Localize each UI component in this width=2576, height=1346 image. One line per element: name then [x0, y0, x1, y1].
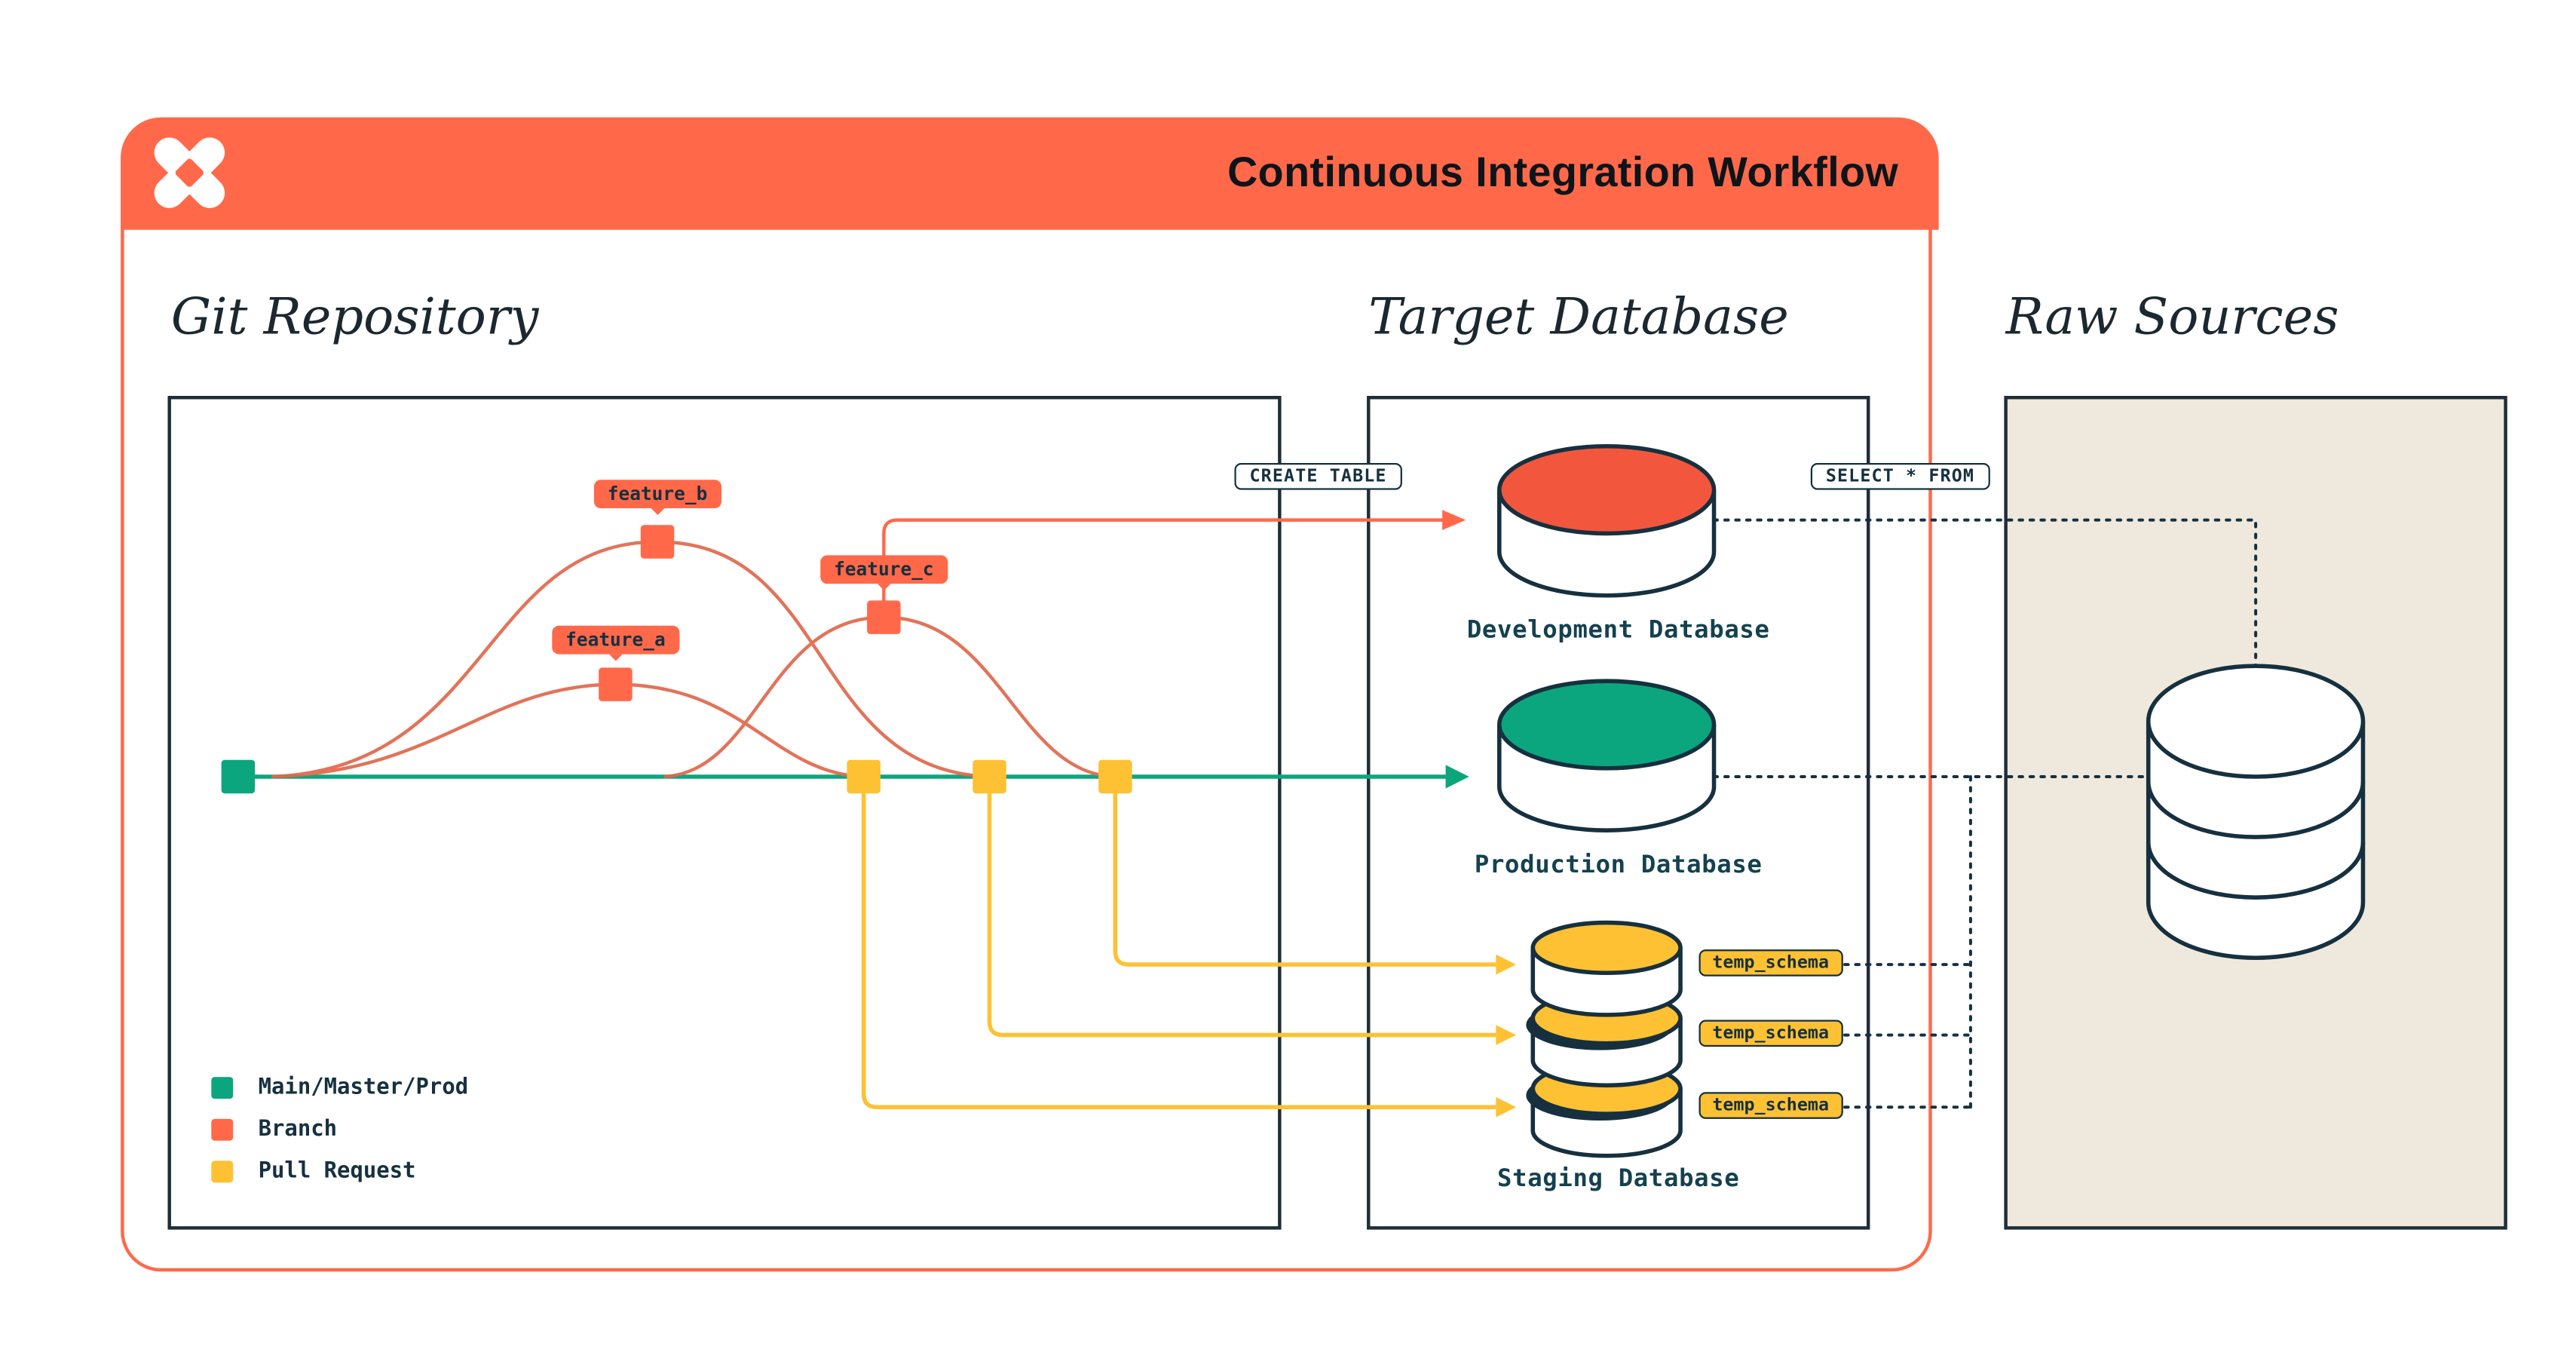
legend-swatch-branch [211, 1118, 234, 1141]
select-from-badge: SELECT * FROM [1810, 462, 1990, 490]
legend-label-branch: Branch [258, 1117, 338, 1142]
feature-b-badge: feature_b [593, 480, 721, 515]
dbt-logo-icon [154, 137, 225, 208]
temp-schema-badge-1: temp_schema [1698, 949, 1842, 977]
feature-c-badge: feature_c [820, 555, 948, 591]
legend-swatch-main [211, 1077, 234, 1099]
raw-sources-panel [2004, 396, 2507, 1230]
legend-swatch-pull-request [211, 1161, 234, 1183]
legend-label-pull-request: Pull Request [258, 1159, 416, 1185]
production-database-label: Production Database [1474, 852, 1763, 879]
legend-label-main: Main/Master/Prod [258, 1075, 469, 1101]
legend: Main/Master/Prod Branch Pull Request [211, 1067, 468, 1193]
create-table-badge: CREATE TABLE [1234, 462, 1402, 490]
feature-a-badge: feature_a [552, 625, 679, 661]
development-database-label: Development Database [1466, 617, 1770, 645]
temp-schema-badge-2: temp_schema [1698, 1019, 1842, 1047]
header-bar: Continuous Integration Workflow [121, 117, 1939, 230]
staging-database-label: Staging Database [1497, 1166, 1740, 1193]
legend-row-main: Main/Master/Prod [211, 1067, 468, 1109]
target-database-heading: Target Database [1368, 288, 1789, 348]
page-title: Continuous Integration Workflow [1227, 149, 1899, 197]
git-repository-heading: Git Repository [170, 288, 539, 348]
legend-row-pull-request: Pull Request [211, 1151, 468, 1193]
temp-schema-badge-3: temp_schema [1698, 1092, 1842, 1119]
legend-row-branch: Branch [211, 1108, 468, 1151]
raw-sources-heading: Raw Sources [2005, 288, 2339, 348]
